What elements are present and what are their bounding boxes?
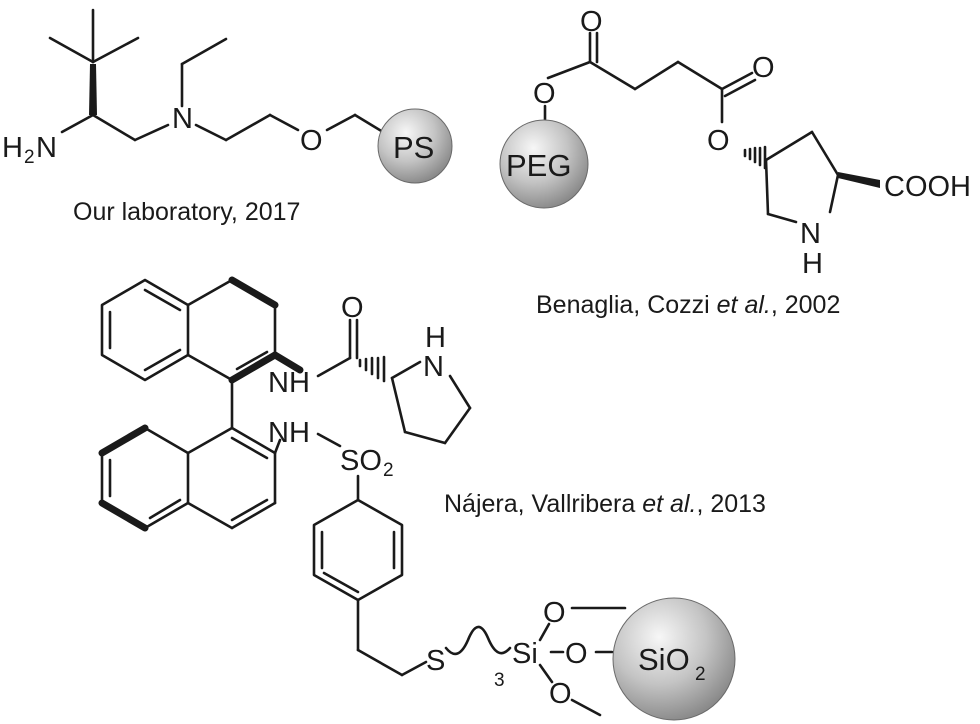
tertiary-amine-n-label: N [172,103,193,135]
amide-o-label: O [341,292,364,324]
sio2-caption-authors: Nájera, Vallribera [444,490,642,518]
sio2-caption-year: , 2013 [696,490,766,518]
ps-caption: Our laboratory, 2017 [73,198,300,226]
ring-n-label: N [800,218,821,250]
carbonyl-o2-label: O [752,52,775,84]
ps-bonds [48,8,385,142]
ps-bead [377,108,453,184]
peg-bonds [543,31,880,224]
pyrrolidine-n-label: N [423,351,444,383]
peg-caption-authors: Benaglia, Cozzi [536,291,717,319]
cooh-label: COOH [884,171,971,203]
ps-bead-label: PS [393,130,434,165]
sulfonyl-subscript: 2 [383,460,394,481]
ps-structure: H 2 N N O PS Our laboratory, 2017 [2,8,453,226]
prolinamide-bonds [316,318,472,445]
si-o-bottom-label: O [549,678,572,710]
hashed-bond [743,145,767,170]
amine-h-subscript: 2 [24,147,35,168]
silicon-label: Si [512,638,538,670]
sio2-structure: NH O H N NH SO 2 S 3 Si O O O SiO 2 Náje… [98,276,766,721]
peg-structure: O O O O COOH N H PEG Benaglia, Cozzi et … [499,6,971,319]
amine-n-label: N [36,132,57,164]
peg-caption-year: , 2002 [771,291,841,319]
si-o-top-label: O [543,597,566,629]
ring-h-label: H [802,248,823,280]
sulfonamide-nh-label: NH [268,417,310,449]
ether-o-label: O [300,125,323,157]
peg-bead-label: PEG [506,148,571,183]
peg-caption: Benaglia, Cozzi et al., 2002 [536,291,840,319]
sio2-caption: Nájera, Vallribera et al., 2013 [444,490,766,518]
sulfonyl-label: SO [340,445,382,477]
peg-bead [499,119,589,209]
sio2-caption-etal: et al. [642,490,696,518]
sio2-bead [612,597,736,721]
thioether-s-label: S [426,645,445,677]
pyrrolidine-h-label: H [425,322,446,354]
binaphthyl-bonds [98,276,304,532]
chain-subscript: 3 [494,670,505,691]
amine-h-label: H [2,132,23,164]
sio2-bead-subscript: 2 [695,664,706,685]
peg-caption-etal: et al. [717,291,771,319]
sio2-bead-label: SiO [638,642,690,677]
ester-o1-label: O [533,78,556,110]
linker-bonds [312,432,627,717]
amide-nh-label: NH [268,367,310,399]
pyrrolidine-hashed-bond [358,355,386,383]
ester-o2-label: O [707,125,730,157]
carbonyl-o1-label: O [580,6,603,38]
si-o-mid-label: O [565,638,588,670]
